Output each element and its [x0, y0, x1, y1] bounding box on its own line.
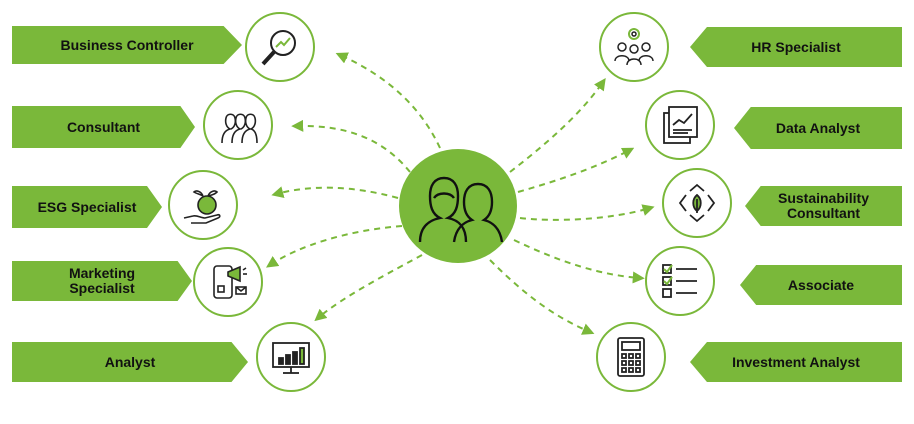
label-marketing-specialist: Marketing Specialist	[12, 261, 192, 301]
phone-megaphone-icon	[193, 247, 263, 317]
center-hub	[399, 149, 517, 263]
label-data-analyst: Data Analyst	[734, 107, 902, 149]
label-analyst: Analyst	[12, 342, 248, 382]
monitor-chart-icon	[256, 322, 326, 392]
label-investment-analyst: Investment Analyst	[690, 342, 902, 382]
team-gear-icon	[599, 12, 669, 82]
recycle-leaf-icon	[662, 168, 732, 238]
label-business-controller: Business Controller	[12, 26, 242, 64]
magnifier-chart-icon	[245, 12, 315, 82]
checklist-icon	[645, 246, 715, 316]
arrow-to-investment-analyst	[489, 259, 595, 335]
label-consultant: Consultant	[12, 106, 195, 148]
arrow-to-analyst	[314, 254, 423, 322]
calculator-icon	[596, 322, 666, 392]
arrow-to-sustainability-consultant	[519, 204, 655, 221]
label-associate: Associate	[740, 265, 902, 305]
report-chart-icon	[645, 90, 715, 160]
arrow-to-consultant	[291, 119, 411, 173]
label-esg-specialist: ESG Specialist	[12, 186, 162, 228]
two-people-icon	[418, 176, 504, 243]
arrow-to-associate	[513, 239, 645, 284]
arrow-to-esg-specialist	[271, 186, 399, 199]
arrow-to-data-analyst	[517, 147, 635, 193]
arrow-to-hr-specialist	[509, 78, 606, 173]
arrow-to-marketing-specialist	[266, 225, 403, 268]
hand-globe-plant-icon	[168, 170, 238, 240]
arrow-to-business-controller	[335, 52, 441, 149]
label-hr-specialist: HR Specialist	[690, 27, 902, 67]
label-sustainability-consultant: Sustainability Consultant	[745, 186, 902, 226]
people-group-icon	[203, 90, 273, 160]
